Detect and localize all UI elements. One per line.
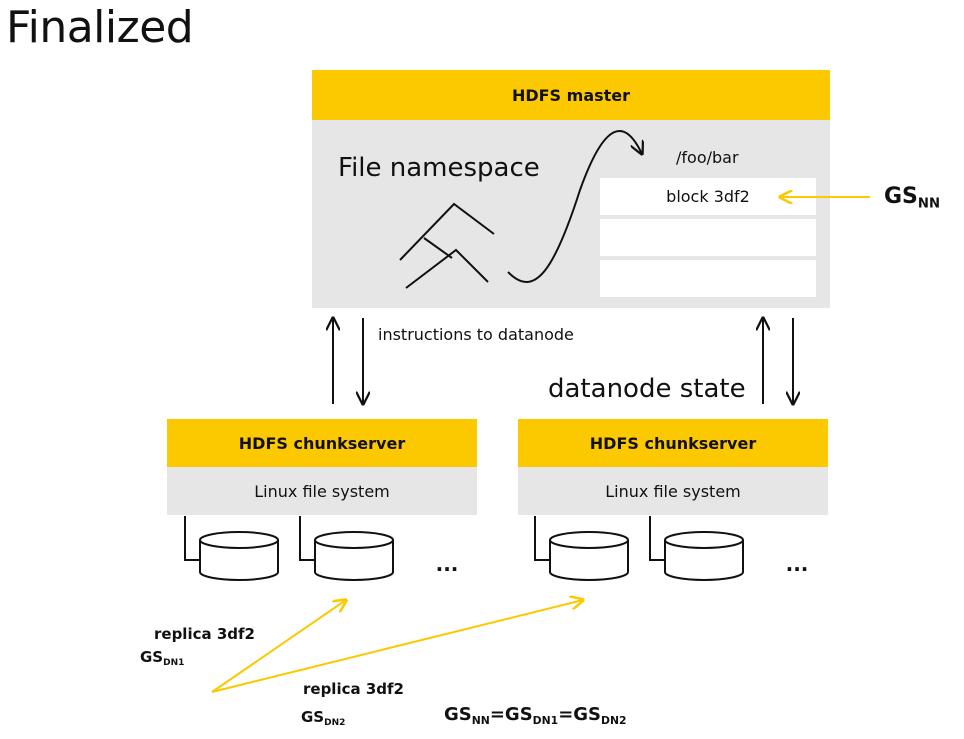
namespace-curve-arrow bbox=[507, 129, 642, 283]
disk-icon bbox=[534, 516, 629, 581]
master-header: HDFS master bbox=[312, 70, 830, 120]
disk-icon bbox=[184, 516, 279, 581]
gs-dn1-label: GSDN1 bbox=[140, 648, 185, 669]
disk-icon bbox=[649, 516, 744, 581]
datanode-state-label: datanode state bbox=[548, 374, 746, 404]
chunkserver-2-header: HDFS chunkserver bbox=[518, 419, 828, 467]
file-namespace-label: File namespace bbox=[338, 153, 540, 183]
chunkserver-1-fs: Linux file system bbox=[167, 467, 477, 515]
gs-equation: GSNN=GSDN1=GSDN2 bbox=[444, 704, 627, 727]
block-row-3 bbox=[600, 260, 816, 297]
gs-dn2-label: GSDN2 bbox=[301, 708, 346, 729]
replica-2-label: replica 3df2 bbox=[303, 680, 404, 698]
chunkserver-1-header: HDFS chunkserver bbox=[167, 419, 477, 467]
replica-1-arrow bbox=[211, 600, 346, 693]
chunkserver-2-ellipsis: ... bbox=[785, 552, 809, 576]
chunkserver-2-fs: Linux file system bbox=[518, 467, 828, 515]
gs-nn-label: GSNN bbox=[884, 184, 940, 212]
replica-2-arrow bbox=[211, 600, 583, 693]
disk-icon bbox=[299, 516, 394, 581]
tree-icon bbox=[399, 202, 495, 289]
chunkserver-1-ellipsis: ... bbox=[435, 552, 459, 576]
instructions-label: instructions to datanode bbox=[378, 325, 574, 344]
replica-1-label: replica 3df2 bbox=[154, 625, 255, 643]
file-path-label: /foo/bar bbox=[676, 148, 739, 167]
block-row-2 bbox=[600, 219, 816, 256]
page-title: Finalized bbox=[6, 2, 194, 53]
